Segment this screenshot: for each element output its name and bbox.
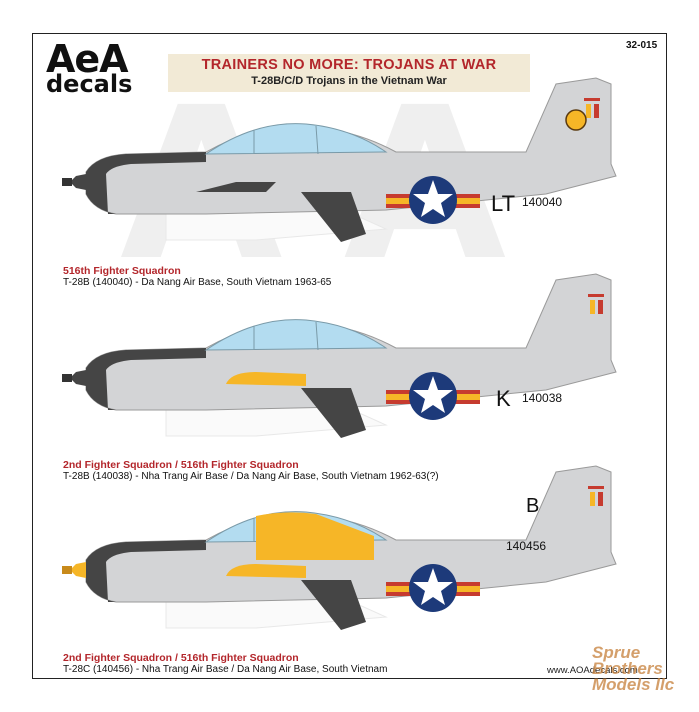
page-title: TRAINERS NO MORE: TROJANS AT WAR	[201, 57, 497, 73]
aircraft-serial: 140456	[506, 539, 546, 553]
caption-heading: 516th Fighter Squadron	[63, 265, 181, 277]
caption-detail: T-28B (140038) - Nha Trang Air Base / Da…	[63, 471, 439, 482]
sheet-number: 32-015	[626, 40, 658, 51]
caption-heading: 2nd Fighter Squadron / 516th Fighter Squ…	[63, 652, 299, 664]
caption-detail: T-28B (140040) - Da Nang Air Base, South…	[63, 277, 332, 288]
page-subtitle: T-28B/C/D Trojans in the Vietnam War	[251, 75, 447, 87]
aircraft-profile-1: LT 140040	[62, 77, 617, 242]
caption-aircraft-3: 2nd Fighter Squadron / 516th Fighter Squ…	[63, 652, 387, 675]
aircraft-code: B	[526, 495, 539, 517]
logo-text: AeA	[46, 37, 129, 81]
aircraft-code: K	[496, 386, 511, 411]
website-link[interactable]: www.AOAdecals.com	[547, 665, 638, 676]
aircraft-serial: 140040	[522, 195, 562, 209]
title-banner: TRAINERS NO MORE: TROJANS AT WAR T-28B/C…	[168, 54, 530, 92]
aircraft-profile-2: K 140038	[62, 273, 617, 438]
aoa-logo: AeA decals	[46, 40, 146, 96]
store-watermark: Sprue Brothers Models llc	[592, 643, 675, 694]
aircraft-profile-3: B 140456	[62, 465, 617, 630]
aircraft-serial: 140038	[522, 391, 562, 405]
caption-aircraft-1: 516th Fighter Squadron T-28B (140040) - …	[63, 265, 331, 288]
aircraft-code: LT	[491, 191, 515, 216]
caption-aircraft-2: 2nd Fighter Squadron / 516th Fighter Squ…	[63, 459, 439, 482]
caption-heading: 2nd Fighter Squadron / 516th Fighter Squ…	[63, 459, 299, 471]
logo-subtext: decals	[46, 70, 133, 98]
caption-detail: T-28C (140456) - Nha Trang Air Base / Da…	[63, 664, 388, 675]
